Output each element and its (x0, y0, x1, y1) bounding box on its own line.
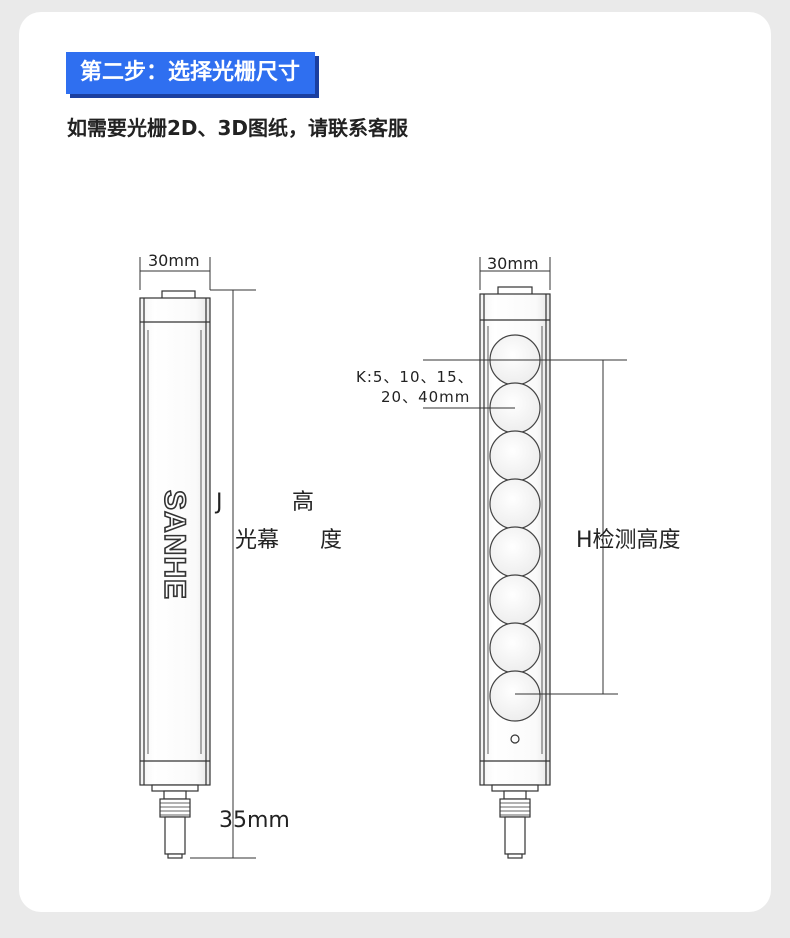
cable-length-label: 35mm (219, 808, 290, 833)
contact-subtitle: 如需要光栅2D、3D图纸，请联系客服 (67, 116, 409, 140)
height-char-right: 度 (320, 528, 343, 553)
pitch-label-line2: 20、40mm (381, 388, 471, 406)
brand-logo: SANHE (157, 489, 192, 601)
pitch-and-height-dimensions (423, 359, 627, 695)
lens-8 (489, 670, 541, 722)
lens-6 (489, 574, 541, 626)
left-width-label: 30mm (148, 251, 200, 270)
lens-4 (489, 478, 541, 530)
lens-7 (489, 622, 541, 674)
height-char-top: 高 (292, 490, 315, 515)
lens-3 (489, 430, 541, 482)
detection-height-label: H检测高度 (576, 528, 681, 553)
lens-5 (489, 526, 541, 578)
left-light-curtain (139, 257, 256, 859)
pitch-label-line1: K:5、10、15、 (356, 368, 474, 386)
height-letter-label: J (216, 490, 223, 515)
height-chars-left: 光幕 (235, 528, 280, 553)
step-title-badge: 第二步：选择光栅尺寸 (66, 52, 316, 94)
lens-array (489, 334, 541, 722)
right-width-label: 30mm (487, 254, 539, 273)
